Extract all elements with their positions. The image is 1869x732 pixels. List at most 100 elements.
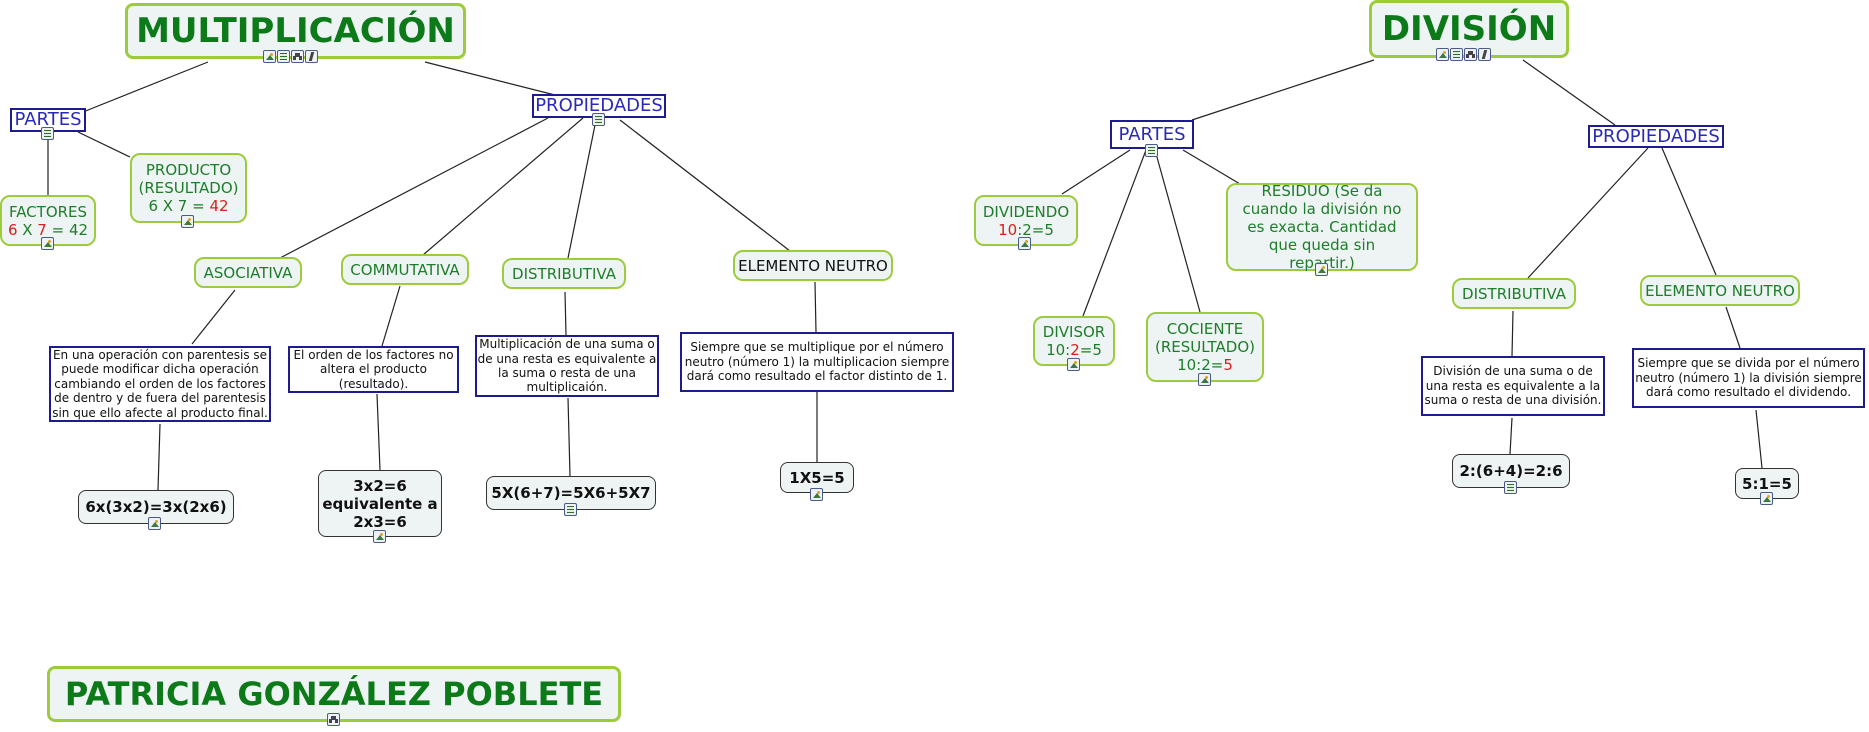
- factor-b: 7: [37, 220, 47, 239]
- cociente-line1: COCIENTE: [1166, 320, 1244, 338]
- image-icon[interactable]: [1436, 48, 1449, 61]
- div-neutro-description: Siempre que se divida por el número neut…: [1632, 348, 1865, 408]
- conmutativa-example-line2: equivalente a: [322, 494, 438, 513]
- divisor-value: 2: [1070, 341, 1080, 359]
- conmutativa-description: El orden de los factores no altera el pr…: [288, 346, 459, 393]
- concept-map-icon[interactable]: [291, 50, 304, 63]
- dividendo-value: 10: [998, 220, 1018, 239]
- asociativa-example-text: 6x(3x2)=3x(2x6): [85, 498, 227, 516]
- div-neutro-description-text: Siempre que se divida por el número neut…: [1635, 356, 1862, 400]
- mult-distributiva-description-text: Multiplicación de una suma o de una rest…: [477, 337, 657, 395]
- mult-neutro-node[interactable]: ELEMENTO NEUTRO: [733, 250, 893, 281]
- div-neutro-example-icons: [1760, 492, 1773, 505]
- factor-result: = 42: [46, 220, 89, 239]
- divisor-label: DIVISOR: [1042, 323, 1106, 341]
- div-distributiva-description: División de una suma o de una resta es e…: [1421, 356, 1605, 416]
- div-propiedades-node[interactable]: PROPIEDADES: [1588, 125, 1724, 148]
- image-icon[interactable]: [263, 50, 276, 63]
- producto-node[interactable]: PRODUCTO (RESULTADO) 6 X 7 = 42: [130, 153, 247, 223]
- conmutativa-example[interactable]: 3x2=6 equivalente a 2x3=6: [318, 470, 442, 537]
- cociente-icons: [1198, 373, 1211, 386]
- conmutativa-example-line1: 3x2=6: [353, 476, 407, 495]
- div-neutro-example-text: 5:1=5: [1742, 474, 1792, 493]
- image-icon[interactable]: [181, 215, 194, 228]
- conmutativa-description-text: El orden de los factores no altera el pr…: [293, 347, 454, 391]
- web-icon[interactable]: [1478, 48, 1491, 61]
- note-icon[interactable]: [1145, 144, 1158, 157]
- author-icons: [327, 713, 340, 726]
- residuo-icons: [1315, 263, 1328, 276]
- mult-neutro-example-text: 1X5=5: [789, 468, 845, 487]
- mult-propiedades-icons: [592, 113, 605, 126]
- note-icon[interactable]: [592, 113, 605, 126]
- divisor-expression: 10:2=5: [1046, 341, 1102, 359]
- div-neutro-label: ELEMENTO NEUTRO: [1645, 281, 1795, 300]
- web-icon[interactable]: [305, 50, 318, 63]
- dividendo-node[interactable]: DIVIDENDO 10:2=5: [974, 195, 1078, 246]
- cociente-node[interactable]: COCIENTE (RESULTADO) 10:2=5: [1146, 312, 1264, 382]
- mult-distributiva-node[interactable]: DISTRIBUTIVA: [502, 258, 626, 289]
- multiplicacion-title[interactable]: MULTIPLICACIÓN: [125, 3, 466, 59]
- div-propiedades-label: PROPIEDADES: [1592, 125, 1720, 147]
- mult-neutro-description-text: Siempre que se multiplique por el número…: [684, 340, 950, 384]
- div-distributiva-label: DISTRIBUTIVA: [1462, 284, 1566, 303]
- asociativa-example[interactable]: 6x(3x2)=3x(2x6): [78, 490, 234, 524]
- mult-neutro-example-icons: [810, 488, 823, 501]
- mult-neutro-label: ELEMENTO NEUTRO: [738, 256, 888, 275]
- mult-partes-label: PARTES: [14, 109, 82, 131]
- dividendo-icons: [1018, 237, 1031, 250]
- image-icon[interactable]: [148, 517, 161, 530]
- divisor-pre: 10:: [1046, 341, 1071, 359]
- multiplicacion-title-text: MULTIPLICACIÓN: [136, 10, 455, 51]
- mult-distributiva-example-text: 5X(6+7)=5X6+5X7: [491, 484, 651, 502]
- residuo-node[interactable]: RESIDUO (Se da cuando la división no es …: [1226, 182, 1418, 272]
- div-distributiva-example-text: 2:(6+4)=2:6: [1459, 462, 1563, 480]
- image-icon[interactable]: [1315, 263, 1328, 276]
- mult-partes-icons: [41, 127, 54, 140]
- division-title-text: DIVISIÓN: [1381, 8, 1557, 49]
- image-icon[interactable]: [41, 237, 54, 250]
- producto-line2: (RESULTADO): [138, 179, 239, 197]
- dividendo-expression: 10:2=5: [998, 221, 1054, 239]
- asociativa-label: ASOCIATIVA: [203, 263, 293, 282]
- cociente-pre: 10:2=: [1177, 356, 1224, 374]
- image-icon[interactable]: [1067, 358, 1080, 371]
- note-icon[interactable]: [564, 503, 577, 516]
- cociente-value: 5: [1223, 356, 1233, 374]
- mult-distributiva-description: Multiplicación de una suma o de una rest…: [475, 335, 659, 397]
- author-node[interactable]: PATRICIA GONZÁLEZ POBLETE: [47, 666, 621, 722]
- image-icon[interactable]: [1198, 373, 1211, 386]
- note-icon[interactable]: [1504, 481, 1517, 494]
- mult-neutro-example[interactable]: 1X5=5: [780, 462, 854, 493]
- cociente-expression: 10:2=5: [1177, 356, 1233, 374]
- divisor-post: =5: [1079, 341, 1102, 359]
- concept-map-icon[interactable]: [1464, 48, 1477, 61]
- image-icon[interactable]: [373, 530, 386, 543]
- cociente-line2: (RESULTADO): [1154, 338, 1255, 356]
- note-icon[interactable]: [277, 50, 290, 63]
- image-icon[interactable]: [1760, 492, 1773, 505]
- note-icon[interactable]: [41, 127, 54, 140]
- multiplicacion-title-icons: [263, 50, 318, 63]
- div-distributiva-example-icons: [1504, 481, 1517, 494]
- asociativa-node[interactable]: ASOCIATIVA: [194, 257, 302, 288]
- div-distributiva-description-text: División de una suma o de una resta es e…: [1424, 364, 1602, 408]
- dividendo-label: DIVIDENDO: [982, 202, 1070, 221]
- mult-propiedades-label: PROPIEDADES: [535, 95, 663, 117]
- div-neutro-example[interactable]: 5:1=5: [1735, 468, 1799, 499]
- division-title-icons: [1436, 48, 1491, 61]
- conmutativa-example-line3: 2x3=6: [353, 512, 407, 531]
- image-icon[interactable]: [810, 488, 823, 501]
- factores-icons: [41, 237, 54, 250]
- producto-line1: PRODUCTO: [145, 161, 232, 179]
- conmutativa-node[interactable]: COMMUTATIVA: [341, 254, 469, 285]
- mult-neutro-description: Siempre que se multiplique por el número…: [680, 332, 954, 392]
- image-icon[interactable]: [1018, 237, 1031, 250]
- concept-map-icon[interactable]: [327, 713, 340, 726]
- producto-expression: 6 X 7 = 42: [148, 197, 228, 215]
- div-distributiva-node[interactable]: DISTRIBUTIVA: [1452, 278, 1576, 309]
- mult-distributiva-example-icons: [564, 503, 577, 516]
- div-neutro-node[interactable]: ELEMENTO NEUTRO: [1640, 275, 1800, 306]
- note-icon[interactable]: [1450, 48, 1463, 61]
